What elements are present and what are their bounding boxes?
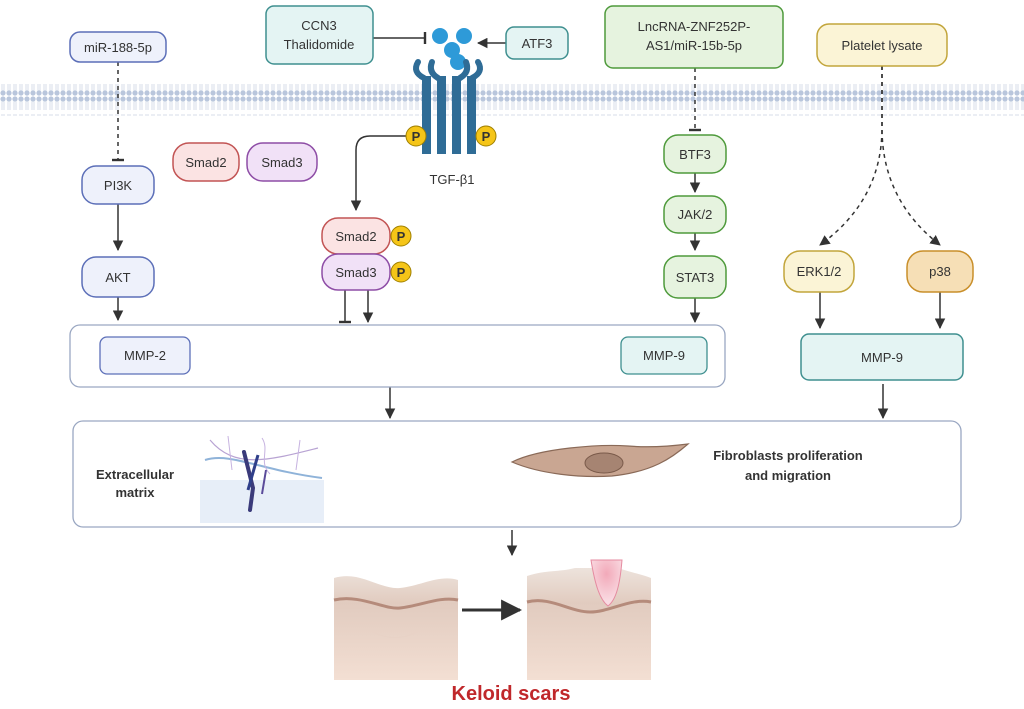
node-mmp2-label: MMP-2 — [124, 348, 166, 363]
ecm-label-line2: matrix — [115, 485, 155, 500]
node-akt: AKT — [81, 256, 155, 298]
ligand-icon — [450, 54, 466, 70]
node-p38-label: p38 — [929, 264, 951, 279]
node-pi3k: PI3K — [81, 165, 155, 205]
node-smad2-label: Smad2 — [185, 155, 226, 170]
node-smad2: Smad2 — [172, 142, 240, 182]
skin-keloid-image — [526, 559, 652, 680]
node-btf3: BTF3 — [663, 134, 727, 174]
node-mmp9-right-label: MMP-9 — [861, 350, 903, 365]
node-stat3: STAT3 — [663, 255, 727, 299]
ligand-icon — [444, 42, 460, 58]
node-mir188: miR-188-5p — [69, 31, 167, 63]
node-mmp9-left: MMP-9 — [620, 336, 708, 375]
skin-before-image — [333, 562, 459, 680]
node-btf3-label: BTF3 — [679, 147, 711, 162]
phospho-label: P — [412, 129, 421, 144]
phospho-label: P — [482, 129, 491, 144]
pathway-edges — [112, 32, 946, 621]
node-jak2: JAK/2 — [663, 195, 727, 234]
node-ccn3-thalidomide: CCN3 Thalidomide — [265, 5, 374, 65]
node-smad3-phospho: Smad3 P — [321, 253, 412, 291]
mmp-container — [69, 324, 726, 388]
node-erk12: ERK1/2 — [783, 250, 855, 293]
node-smad2-phospho: Smad2 P — [321, 217, 412, 255]
phospho-receptor-left: P — [405, 125, 427, 147]
fibroblast-label-line1: Fibroblasts proliferation — [713, 448, 863, 463]
node-smad2p-label: Smad2 — [335, 229, 376, 244]
tgf-beta1-label: TGF-β1 — [429, 172, 474, 187]
ligand-icon — [432, 28, 448, 44]
fibroblast-cell-image — [510, 443, 690, 478]
node-jak2-label: JAK/2 — [678, 207, 713, 222]
node-erk-label: ERK1/2 — [797, 264, 842, 279]
node-mmp9-left-label: MMP-9 — [643, 348, 685, 363]
node-pi3k-label: PI3K — [104, 178, 133, 193]
node-atf3: ATF3 — [505, 26, 569, 60]
fibroblast-label-line2: and migration — [745, 468, 831, 483]
node-lncrna-line2: AS1/miR-15b-5p — [646, 38, 742, 53]
node-smad3p-label: Smad3 — [335, 265, 376, 280]
keloid-scars-title: Keloid scars — [452, 683, 571, 705]
node-akt-label: AKT — [105, 270, 130, 285]
node-thalidomide-label: Thalidomide — [284, 37, 355, 52]
node-ccn3-label: CCN3 — [301, 18, 336, 33]
ecm-fibers-image — [200, 430, 324, 523]
node-p38: p38 — [906, 250, 974, 293]
cell-membrane — [0, 84, 1024, 116]
ligand-icon — [456, 28, 472, 44]
phospho-label: P — [397, 265, 406, 280]
node-lncrna-line1: LncRNA-ZNF252P- — [638, 19, 751, 34]
phospho-label: P — [397, 229, 406, 244]
phospho-receptor-right: P — [475, 125, 497, 147]
node-mir188-label: miR-188-5p — [84, 40, 152, 55]
node-smad3-label: Smad3 — [261, 155, 302, 170]
node-platelet-lysate: Platelet lysate — [816, 23, 948, 67]
node-platelet-label: Platelet lysate — [842, 38, 923, 53]
node-atf3-label: ATF3 — [522, 36, 553, 51]
node-lncrna: LncRNA-ZNF252P- AS1/miR-15b-5p — [604, 5, 784, 69]
node-stat3-label: STAT3 — [676, 270, 715, 285]
tgf-beta-receptor: TGF-β1 — [413, 28, 483, 187]
node-smad3: Smad3 — [246, 142, 318, 182]
node-mmp2: MMP-2 — [99, 336, 191, 375]
node-mmp9-right: MMP-9 — [800, 333, 964, 381]
ecm-label-line1: Extracellular — [96, 467, 174, 482]
